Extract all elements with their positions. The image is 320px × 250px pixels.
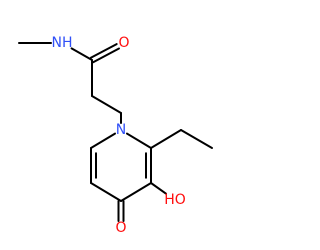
atom-label-o_co: O bbox=[118, 35, 129, 51]
bond-c2-c_et1 bbox=[150, 129, 182, 149]
bond-c_co-o_co-a bbox=[92, 47, 120, 64]
bond-c4-c5 bbox=[90, 182, 122, 202]
bond-layer bbox=[18, 42, 213, 222]
atom-label-o_oh: HO bbox=[164, 192, 186, 208]
bond-c_et1-c_et2 bbox=[180, 129, 213, 149]
bond-c3-o_oh bbox=[150, 182, 168, 195]
bond-c_a-c_b bbox=[91, 95, 122, 114]
bond-n_ring-c2 bbox=[126, 132, 152, 149]
bond-n_amide-c_co bbox=[70, 47, 93, 61]
bond-c3-c4 bbox=[120, 182, 152, 202]
bond-c_co-o_co-b bbox=[89, 43, 118, 59]
atom-label-n_amide: NH bbox=[52, 35, 73, 51]
atom-label-n_ring: N bbox=[116, 122, 126, 138]
atom-label-o_keto: O bbox=[115, 220, 126, 236]
bond-c6-n_ring bbox=[90, 132, 116, 149]
